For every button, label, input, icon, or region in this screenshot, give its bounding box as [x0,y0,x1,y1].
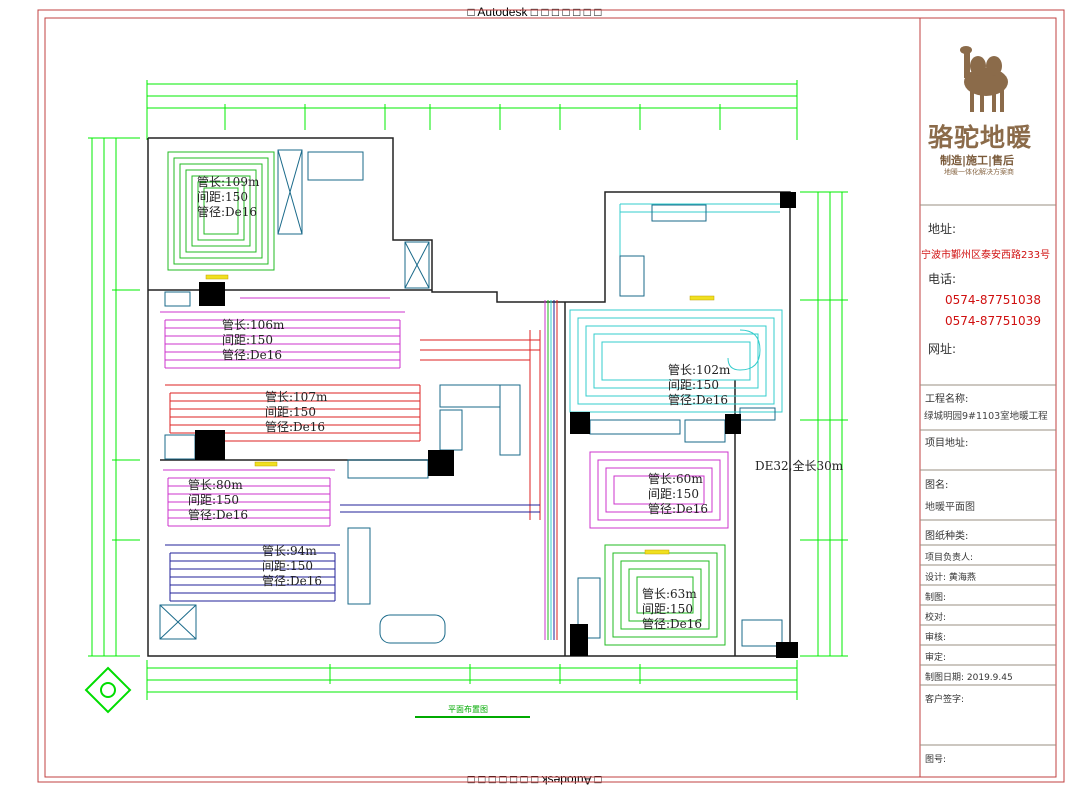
loop-2-diameter: 管径:De16 [222,347,282,362]
loop-label-1: 管长:109m 间距:150 管径:De16 [197,174,260,219]
project-manager-label: 项目负责人: [925,553,974,563]
loop-4-diameter: 管径:De16 [188,507,248,522]
loop-106m-pipe [160,297,405,369]
loop-3-length: 管长:107m [265,389,328,404]
loop-107m-pipe [165,330,541,520]
yellow-markers [205,274,715,555]
main-pipe-note: DE32,全长30m [755,458,844,473]
client-signature-label: 客户签字: [925,695,965,705]
drawing-name-value: 地暖平面图 [925,502,975,513]
logo-tagline: 制造|施工|售后 [940,154,1015,167]
logo-small-text: 地暖一体化解决方案商 [944,168,1014,176]
loop-5-diameter: 管径:De16 [262,573,322,588]
loop-8-diameter: 管径:De16 [642,616,702,631]
phone-number-1: 0574-87751038 [945,293,1041,307]
checked-by-label: 校对: [925,613,947,623]
camel-logo-icon [960,46,1008,112]
plan-scale-caption: 平面布置图 [448,704,488,714]
loop-label-5: 管长:94m 间距:150 管径:De16 [262,543,322,588]
website-label: 网址: [928,342,957,356]
window-title-banner: □ Autodesk □ □ □ □ □ □ □ [467,5,602,19]
loop-label-8: 管长:63m 间距:150 管径:De16 [642,586,702,631]
loop-102m-pipe [569,203,783,413]
loop-7-diameter: 管径:De16 [648,501,708,516]
drawing-name-label: 图名: [925,480,949,491]
loop-1-length: 管长:109m [197,174,260,189]
manifold-riser [544,300,558,640]
sheet-inner-frame [44,17,1057,778]
floor-plan: 平面布置图 DE32,全长30m 管长:109m 间距:150 管径:De16 … [84,80,848,718]
loop-7-spacing: 间距:150 [648,487,699,501]
loop-60m-pipe [589,451,729,529]
loop-6-diameter: 管径:De16 [668,392,728,407]
loop-7-length: 管长:60m [648,471,703,486]
dimension-lines [88,80,848,700]
loop-1-spacing: 间距:150 [197,190,248,204]
loop-8-spacing: 间距:150 [642,602,693,616]
loop-2-spacing: 间距:150 [222,333,273,347]
loop-label-7: 管长:60m 间距:150 管径:De16 [648,471,708,516]
loop-80m-pipe [163,469,335,527]
drawing-number-label: 图号: [925,755,947,765]
loop-label-3: 管长:107m 间距:150 管径:De16 [265,389,328,434]
sheet-outer-frame [37,9,1065,783]
project-name-label: 工程名称: [925,394,969,405]
fixtures [159,149,783,647]
compass-icon [84,666,132,714]
drawing-type-label: 图纸种类: [925,531,969,542]
structural-columns [195,192,798,658]
address-value: 宁波市鄞州区泰安西路233号 [921,250,1051,261]
title-block-rules [920,204,1056,746]
loop-label-4: 管长:80m 间距:150 管径:De16 [188,477,248,522]
loop-94m-pipe [165,504,540,602]
loop-4-length: 管长:80m [188,477,243,492]
project-address-label: 项目地址: [925,438,969,449]
approved-by-label: 审定: [925,653,947,663]
address-label: 地址: [928,222,957,236]
loop-label-2: 管长:106m 间距:150 管径:De16 [222,317,285,362]
designer-label: 设计: 黄海燕 [925,573,976,583]
loop-2-length: 管长:106m [222,317,285,332]
phone-label: 电话: [928,272,957,286]
reviewed-by-label: 审核: [925,633,947,643]
loop-4-spacing: 间距:150 [188,493,239,507]
loop-109m-pipe [167,151,275,271]
loop-8-length: 管长:63m [642,586,697,601]
loop-1-diameter: 管径:De16 [197,204,257,219]
loop-6-length: 管长:102m [668,362,731,377]
logo-text: 骆驼地暖 [928,123,1033,152]
loop-6-spacing: 间距:150 [668,378,719,392]
project-name-value: 绿城明园9#1103室地暖工程 [924,411,1048,422]
phone-number-2: 0574-87751039 [945,314,1041,328]
loop-3-diameter: 管径:De16 [265,419,325,434]
loop-3-spacing: 间距:150 [265,405,316,419]
loop-5-spacing: 间距:150 [262,559,313,573]
drawn-by-label: 制图: [925,593,947,603]
loop-5-length: 管长:94m [262,543,317,558]
drawing-date-label: 制图日期: 2019.9.45 [925,673,1013,683]
loop-label-6: 管长:102m 间距:150 管径:De16 [668,362,731,407]
